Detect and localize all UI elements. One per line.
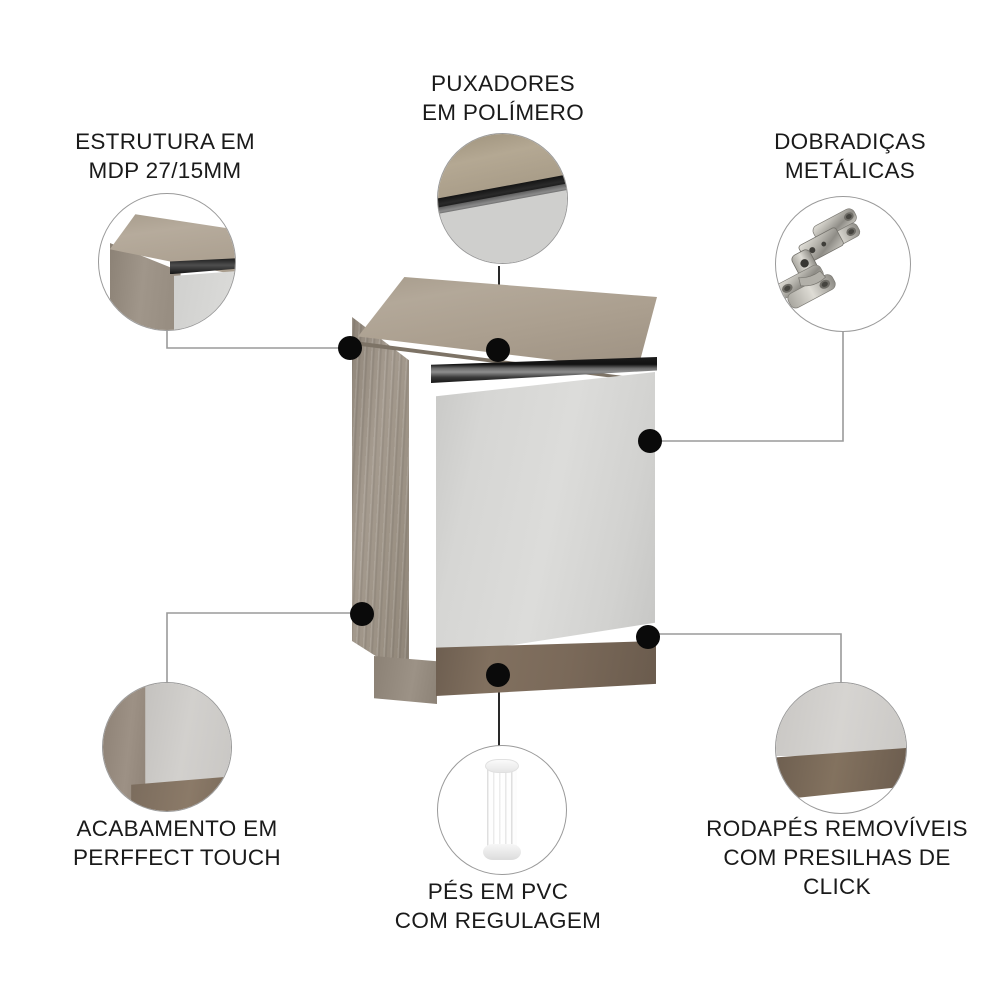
connector-rodapes [648, 633, 842, 682]
corner-door-face [173, 270, 235, 330]
anchor-dot-rodapes [636, 625, 660, 649]
metal-hinge-icon [776, 208, 861, 309]
anchor-dot-pes [486, 663, 510, 687]
connector-estrutura [166, 331, 350, 349]
connector-acabamento [166, 612, 361, 682]
label-pes: PÉS EM PVC COM REGULAGEM [394, 879, 602, 933]
product-cabinet-render [352, 275, 672, 704]
cabinet-plinth-front [436, 641, 656, 696]
detail-bubble-puxadores [437, 133, 568, 264]
label-rodapes: RODAPÉS REMOVÍVEIS COM PRESILHAS DE CLIC… [706, 816, 968, 899]
detail-bubble-dobradicas [775, 196, 911, 332]
foot-bottom-base [482, 843, 522, 861]
plinth-door-above [776, 683, 906, 756]
detail-bubble-estrutura [98, 193, 236, 331]
connector-dobradicas [650, 332, 844, 442]
foot-shaft [486, 764, 518, 853]
detail-bubble-rodapes [775, 682, 907, 814]
label-acabamento: ACABAMENTO EM PERFFECT TOUCH [73, 816, 281, 870]
label-puxadores: PUXADORES EM POLÍMERO [421, 71, 585, 125]
label-estrutura: ESTRUTURA EM MDP 27/15MM [75, 129, 255, 183]
anchor-dot-estrutura [338, 336, 362, 360]
cabinet-white-door [436, 372, 655, 657]
anchor-dot-acabamento [350, 602, 374, 626]
detail-bubble-acabamento [102, 682, 232, 812]
anchor-dot-puxadores [486, 338, 510, 362]
cabinet-plinth-side [374, 656, 437, 704]
anchor-dot-dobradicas [638, 429, 662, 453]
pvc-adjustable-foot-icon [482, 758, 522, 861]
plinth-wood-band [776, 748, 906, 800]
label-dobradicas: DOBRADIÇAS METÁLICAS [774, 129, 926, 183]
foot-top-cap [485, 758, 519, 774]
detail-bubble-pes [437, 745, 567, 875]
corner-handle-band [169, 257, 235, 275]
finish-door-face [145, 683, 231, 791]
